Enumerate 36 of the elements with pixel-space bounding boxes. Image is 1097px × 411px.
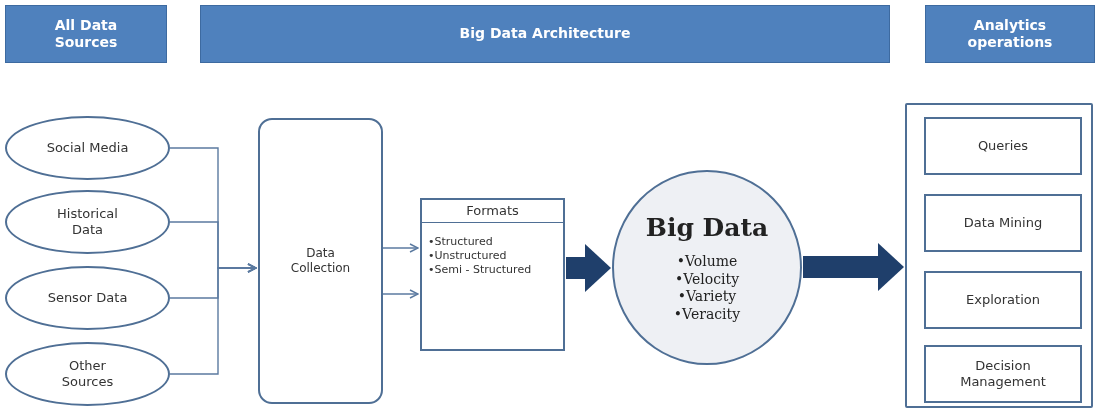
node-title: Big Data (645, 211, 769, 244)
header-band (925, 5, 1095, 63)
node-label: •Veracity (673, 305, 741, 324)
block-arrow (566, 244, 611, 292)
formats-box (420, 198, 565, 351)
node-label: Data Mining (963, 214, 1043, 232)
operation-box (924, 117, 1082, 175)
header-band (200, 5, 890, 63)
node-label: •Structured (427, 235, 494, 249)
node-label: •Variety (677, 288, 737, 306)
node-label: Exploration (966, 291, 1040, 309)
operation-box (924, 345, 1082, 403)
arrow (382, 243, 419, 253)
header-band (5, 5, 167, 63)
section-heading: Analytics operations (966, 16, 1054, 52)
node-label: Sensor Data (47, 289, 128, 307)
node-label: •Semi - Structured (427, 262, 533, 277)
node-label: Decision Management (959, 357, 1047, 391)
node-label: Historical Data (56, 205, 119, 239)
node-label: Other Sources (60, 357, 115, 391)
operation-box (924, 194, 1082, 252)
node-title: Formats (422, 200, 563, 224)
arrow (169, 263, 257, 375)
node-label: •Velocity (674, 270, 740, 289)
node-label: Queries (977, 137, 1029, 155)
node-label: Social Media (46, 139, 129, 157)
node-label: •Volume (676, 253, 738, 271)
operation-box (924, 271, 1082, 329)
node-label: Data Collection (289, 246, 352, 276)
section-heading: All Data Sources (53, 16, 119, 52)
process-box (258, 118, 383, 404)
arrow (382, 289, 419, 299)
section-heading: Big Data Architecture (459, 25, 631, 43)
operations-panel (905, 103, 1093, 408)
node-label: •Unstructured (427, 249, 508, 263)
block-arrow (803, 243, 904, 291)
